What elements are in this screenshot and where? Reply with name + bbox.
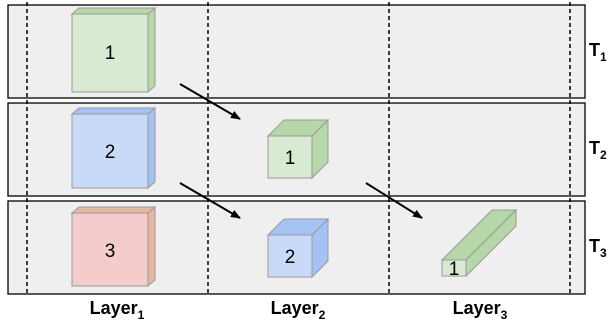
time-label-t3: T3 (589, 236, 607, 260)
block-label: 1 (285, 148, 296, 169)
block-label: 2 (285, 247, 296, 268)
time-label-t2: T2 (589, 138, 607, 162)
block-label: 1 (105, 43, 116, 64)
block-t3-layer3: 1 (440, 208, 518, 280)
block-t1-layer1: 1 (70, 6, 157, 94)
block-label: 3 (105, 241, 116, 262)
block-label: 1 (449, 259, 460, 280)
layer-label-3: Layer3 (453, 298, 508, 322)
time-label-t1: T1 (589, 40, 607, 64)
layer-label-2: Layer2 (271, 298, 326, 322)
arrow (179, 182, 241, 219)
arrow (179, 83, 241, 120)
block-t3-layer1: 3 (70, 205, 157, 288)
block-t3-layer2: 2 (266, 217, 330, 279)
block-t2-layer1: 2 (70, 106, 157, 190)
layer-label-1: Layer1 (90, 298, 145, 322)
block-label: 2 (105, 142, 116, 163)
arrow (365, 182, 423, 219)
block-t2-layer2: 1 (266, 118, 330, 180)
